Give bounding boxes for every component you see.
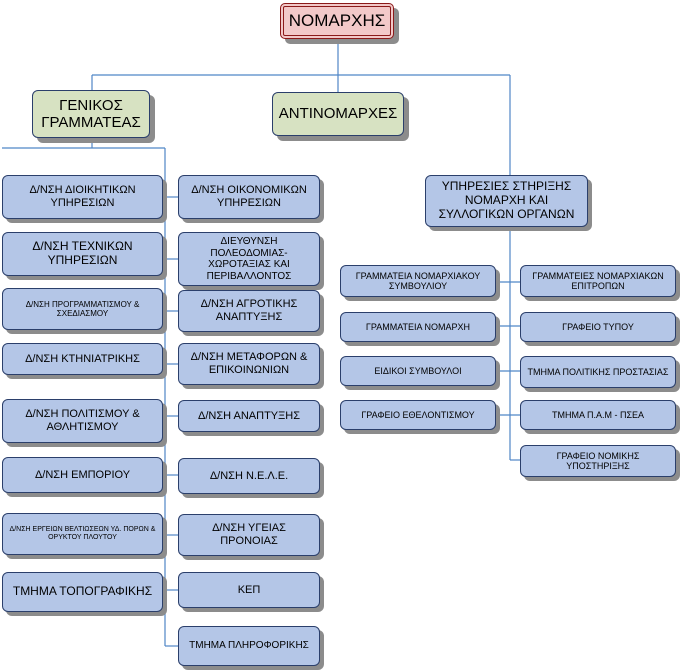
- legal-support-office: ΓΡΑΦΕΙΟ ΝΟΜΙΚΗΣ ΥΠΟΣΤΗΡΙΞΗΣ: [520, 445, 676, 477]
- transport-communications-directorate: Δ/ΝΣΗ ΜΕΤΑΦΟΡΩΝ & ΕΠΙΚΟΙΝΩΝΙΩΝ: [178, 343, 320, 385]
- health-welfare-directorate: Δ/ΝΣΗ ΥΓΕΙΑΣ ΠΡΟΝΟΙΑΣ: [178, 514, 320, 556]
- special-advisors: ΕΙΔΙΚΟΙ ΣΥΜΒΟΥΛΟΙ: [340, 356, 496, 386]
- veterinary-directorate: Δ/ΝΣΗ ΚΤΗΝΙΑΤΡΙΚΗΣ: [2, 343, 163, 375]
- prefect-box: ΝΟΜΑΡΧΗΣ: [280, 3, 394, 39]
- volunteering-office: ΓΡΑΦΕΙΟ ΕΘΕΛΟΝΤΙΣΜΟΥ: [340, 400, 496, 430]
- urban-planning-directorate: ΔΙΕΥΘΥΝΣΗ ΠΟΛΕΟΔΟΜΙΑΣ- ΧΩΡΟΤΑΞΙΑΣ ΚΑΙ ΠΕ…: [178, 232, 320, 286]
- it-department: ΤΜΗΜΑ ΠΛΗΡΟΦΟΡΙΚΗΣ: [178, 626, 320, 666]
- support-services-box: ΥΠΗΡΕΣΙΕΣ ΣΤΗΡΙΞΗΣ ΝΟΜΑΡΧΗ ΚΑΙ ΣΥΛΛΟΓΙΚΩ…: [425, 175, 588, 227]
- technical-services-directorate: Δ/ΝΣΗ ΤΕΧΝΙΚΩΝ ΥΠΗΡΕΣΙΩΝ: [2, 232, 163, 276]
- admin-services-directorate: Δ/ΝΣΗ ΔΙΟΙΚΗΤΙΚΩΝ ΥΠΗΡΕΣΙΩΝ: [2, 175, 163, 219]
- economic-services-directorate: Δ/ΝΣΗ ΟΙΚΟΝΟΜΙΚΩΝ ΥΠΗΡΕΣΙΩΝ: [178, 175, 320, 219]
- topography-department: ΤΜΗΜΑ ΤΟΠΟΓΡΑΦΙΚΗΣ: [2, 572, 163, 612]
- deputy-prefects-box: ΑΝΤΙΝΟΜΑΡΧΕΣ: [272, 92, 404, 136]
- commerce-directorate: Δ/ΝΣΗ ΕΜΠΟΡΙΟΥ: [2, 457, 163, 493]
- civil-protection-department: ΤΜΗΜΑ ΠΟΛΙΤΙΚΗΣ ΠΡΟΣΤΑΣΙΑΣ: [520, 356, 676, 388]
- press-office: ΓΡΑΦΕΙΟ ΤΥΠΟΥ: [520, 312, 676, 342]
- culture-sports-directorate: Δ/ΝΣΗ ΠΟΛΙΤΙΣΜΟΥ & ΑΘΛΗΤΙΣΜΟΥ: [2, 399, 163, 443]
- agricultural-development-directorate: Δ/ΝΣΗ ΑΓΡΟΤΙΚΗΣ ΑΝΑΠΤΥΞΗΣ: [178, 290, 320, 332]
- prefect-secretariat: ΓΡΑΜΜΑΤΕΙΑ ΝΟΜΑΡΧΗ: [340, 312, 496, 342]
- development-directorate: Δ/ΝΣΗ ΑΝΑΠΤΥΞΗΣ: [178, 400, 320, 432]
- committees-secretariats: ΓΡΑΜΜΑΤΕΙΕΣ ΝΟΜΑΡΧΙΑΚΩΝ ΕΠΙΤΡΟΠΩΝ: [520, 265, 676, 297]
- water-resources-directorate: Δ/ΝΣΗ ΕΡΓΕΙΩΝ ΒΕΛΤΙΩΣΕΩΝ ΥΔ. ΠΟΡΩΝ & ΟΡΥ…: [2, 513, 163, 555]
- kep-box: ΚΕΠ: [178, 572, 320, 608]
- general-secretary-box: ΓΕΝΙΚΟΣ ΓΡΑΜΜΑΤΕΑΣ: [32, 90, 150, 138]
- nele-directorate: Δ/ΝΣΗ Ν.Ε.Λ.Ε.: [178, 458, 320, 494]
- planning-directorate: Δ/ΝΣΗ ΠΡΟΓΡΑΜΜΑΤΙΣΜΟΥ & ΣΧΕΔΙΑΣΜΟΥ: [2, 288, 163, 330]
- prefectural-council-secretariat: ΓΡΑΜΜΑΤΕΙΑ ΝΟΜΑΡΧΙΑΚΟΥ ΣΥΜΒΟΥΛΙΟΥ: [340, 265, 496, 297]
- pam-psea-department: ΤΜΗΜΑ Π.Α.Μ - ΠΣΕΑ: [520, 400, 676, 430]
